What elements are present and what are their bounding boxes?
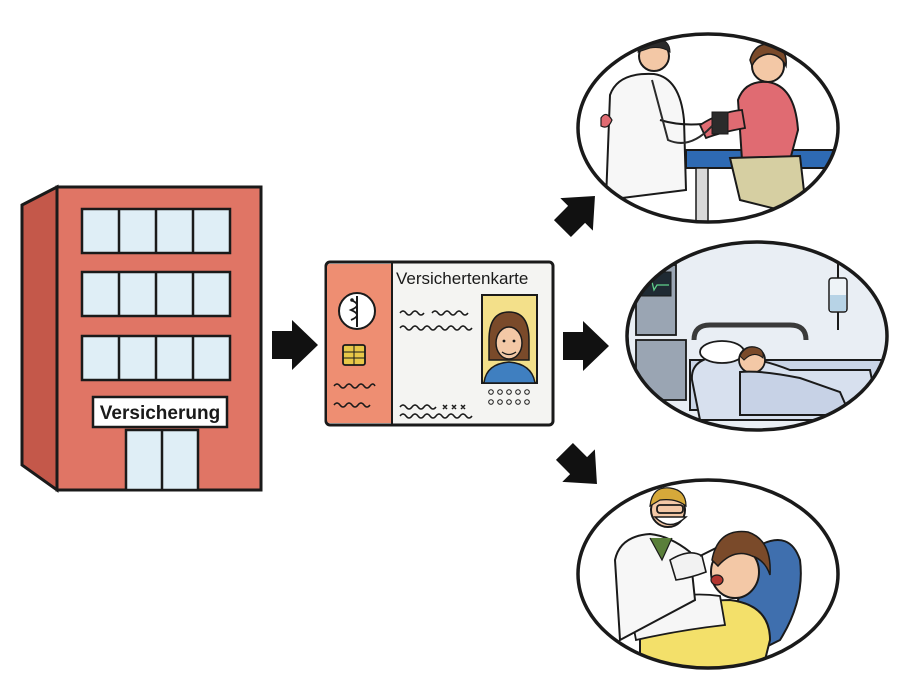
card-scribbles-body	[399, 310, 473, 419]
doctor-blood-pressure-icon	[576, 32, 840, 224]
building-sign-label: Versicherung	[100, 403, 220, 424]
chip-icon	[342, 344, 366, 366]
arrow-building-to-card	[272, 320, 318, 370]
card-title: Versichertenkarte	[396, 269, 528, 288]
arrow-icon	[553, 196, 595, 238]
building-sign	[91, 395, 229, 429]
hospital-bed-icon	[625, 240, 889, 432]
building-windows	[80, 207, 232, 382]
caduceus-icon	[338, 292, 376, 330]
arrow-card-to-dentist	[555, 442, 597, 484]
insurance-building: Versicherung	[20, 184, 263, 493]
arrow-card-to-hospital	[563, 321, 609, 371]
card-scribbles-left	[333, 383, 376, 408]
arrow-card-to-doctor	[553, 196, 595, 238]
card-left-stripe	[327, 264, 392, 423]
arrow-icon	[555, 442, 597, 484]
dentist-icon	[576, 478, 840, 670]
building-door	[124, 428, 200, 492]
health-insurance-card: Versichertenkarte	[324, 260, 555, 427]
arrow-icon	[272, 320, 318, 370]
card-dot-pattern	[488, 389, 530, 405]
building-side-wall	[20, 184, 59, 493]
arrow-icon	[563, 321, 609, 371]
card-holder-photo	[481, 294, 538, 384]
